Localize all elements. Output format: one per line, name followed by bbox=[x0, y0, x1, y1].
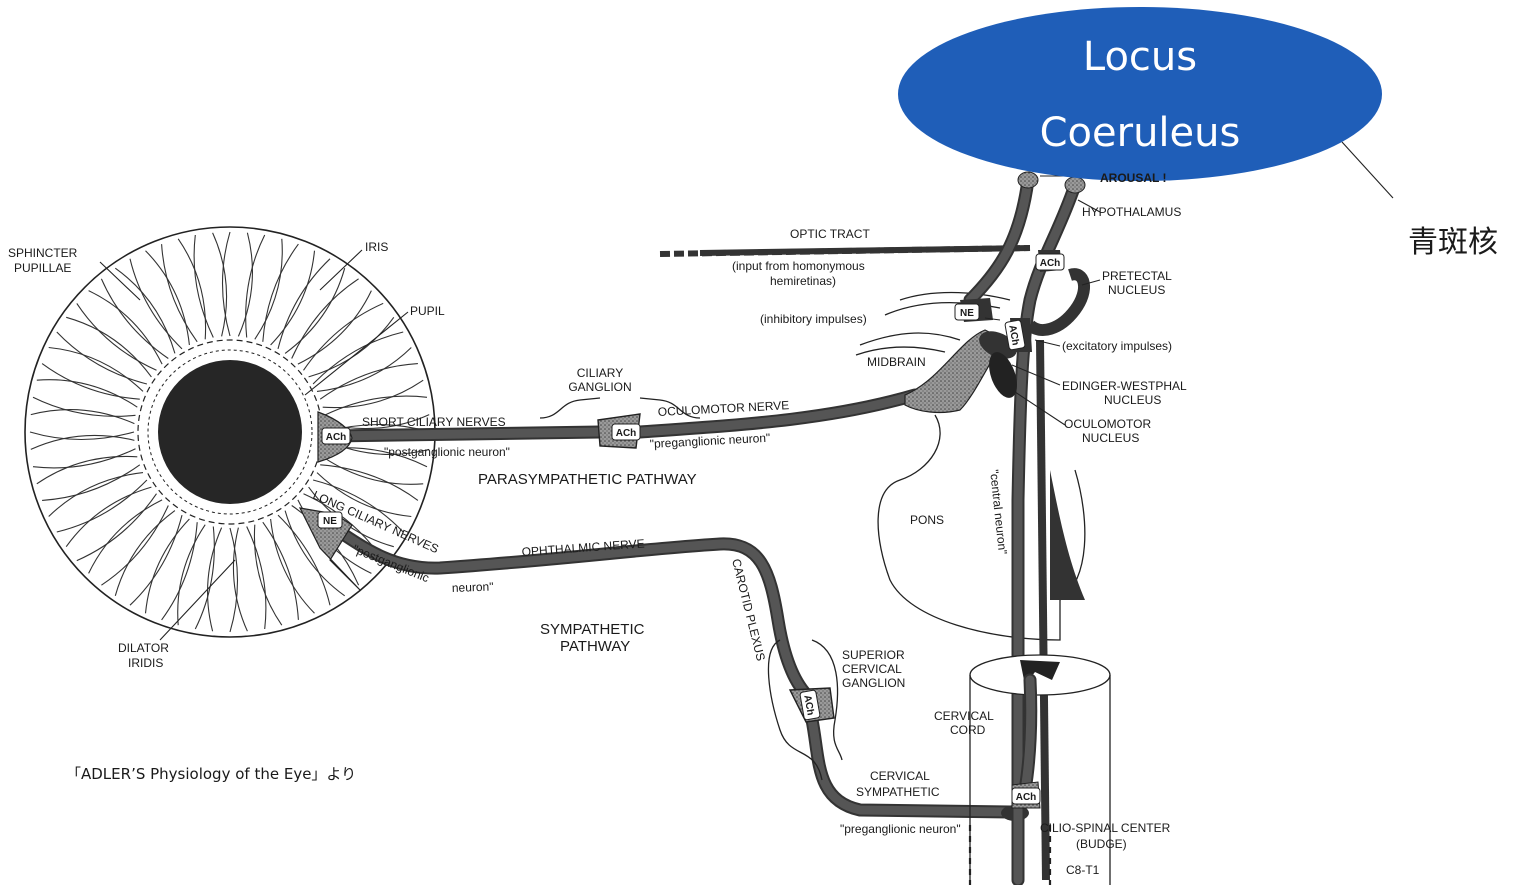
label-iris: IRIS bbox=[365, 240, 388, 254]
label-sphincter-2: PUPILLAE bbox=[14, 261, 71, 275]
label-dilator: DILATOR bbox=[118, 641, 169, 655]
label-cervical-cord: CERVICAL bbox=[934, 709, 994, 723]
label-edinger: EDINGER-WESTPHAL bbox=[1062, 379, 1187, 393]
label-arousal: AROUSAL ! bbox=[1100, 171, 1166, 185]
label-ciliary-ganglion: CILIARY bbox=[577, 366, 623, 380]
label-postganglionic-para: "postganglionic neuron" bbox=[384, 445, 510, 459]
label-cervical-cord-2: CORD bbox=[950, 723, 986, 737]
label-central-neuron: "central neuron" bbox=[987, 469, 1010, 555]
label-preganglionic-symp: "preganglionic neuron" bbox=[840, 822, 961, 836]
label-short-ciliary: SHORT CILIARY NERVES bbox=[362, 415, 506, 429]
locus-title-line2: Coeruleus bbox=[1040, 110, 1241, 156]
label-postganglionic-symp-2: neuron" bbox=[452, 580, 494, 595]
svg-text:ACh: ACh bbox=[1040, 258, 1061, 269]
locus-title-line1: Locus bbox=[1083, 34, 1197, 80]
svg-text:NE: NE bbox=[323, 516, 337, 527]
citation: 「ADLER’S Physiology of the Eye」より bbox=[66, 765, 356, 783]
label-midbrain: MIDBRAIN bbox=[867, 355, 926, 369]
svg-text:ACh: ACh bbox=[616, 428, 637, 439]
label-cervical-symp: CERVICAL bbox=[870, 769, 930, 783]
label-ciliospinal-2: (BUDGE) bbox=[1076, 837, 1127, 851]
label-oculomotor-nucleus: OCULOMOTOR bbox=[1064, 417, 1151, 431]
label-superior-cervical: SUPERIOR bbox=[842, 648, 905, 662]
label-superior-cervical-2: CERVICAL bbox=[842, 662, 902, 676]
label-parasympathetic: PARASYMPATHETIC PATHWAY bbox=[478, 471, 697, 488]
locus-coeruleus-callout: Locus Coeruleus bbox=[898, 7, 1382, 181]
tag-ach-pretectal: ACh bbox=[1036, 254, 1064, 270]
label-c8t1: C8-T1 bbox=[1066, 863, 1100, 877]
label-hypothalamus: HYPOTHALAMUS bbox=[1082, 205, 1181, 219]
tag-ach-ciliary: ACh bbox=[612, 424, 640, 440]
label-edinger-2: NUCLEUS bbox=[1104, 393, 1161, 407]
label-sympathetic: SYMPATHETIC bbox=[540, 621, 645, 638]
label-sphincter: SPHINCTER bbox=[8, 246, 78, 260]
label-optic-input: (input from homonymous bbox=[732, 259, 865, 273]
optic-tract bbox=[660, 248, 1030, 254]
tag-ne-midbrain: NE bbox=[955, 304, 979, 320]
label-pretectal-2: NUCLEUS bbox=[1108, 283, 1165, 297]
svg-text:ACh: ACh bbox=[326, 432, 347, 443]
svg-text:ACh: ACh bbox=[1016, 792, 1037, 803]
label-inhibitory: (inhibitory impulses) bbox=[760, 312, 867, 326]
label-superior-cervical-3: GANGLION bbox=[842, 676, 905, 690]
tag-ach-ciliospinal: ACh bbox=[1012, 788, 1040, 804]
label-pupil: PUPIL bbox=[410, 304, 445, 318]
label-optic-input-2: hemiretinas) bbox=[770, 274, 836, 288]
label-ciliospinal: CILIO-SPINAL CENTER bbox=[1040, 821, 1171, 835]
svg-text:NE: NE bbox=[960, 308, 974, 319]
pupil bbox=[158, 360, 302, 504]
japanese-label: 青斑核 bbox=[1408, 225, 1498, 260]
label-dilator-2: IRIDIS bbox=[128, 656, 163, 670]
label-pons: PONS bbox=[910, 513, 944, 527]
label-pretectal: PRETECTAL bbox=[1102, 269, 1172, 283]
label-optic-tract: OPTIC TRACT bbox=[790, 227, 870, 241]
label-sympathetic-2: PATHWAY bbox=[560, 638, 630, 655]
label-ciliary-ganglion-2: GANGLION bbox=[568, 380, 631, 394]
label-cervical-symp-2: SYMPATHETIC bbox=[856, 785, 940, 799]
label-oculomotor-nucleus-2: NUCLEUS bbox=[1082, 431, 1139, 445]
tag-ne-eye: NE bbox=[318, 512, 342, 528]
tag-ach-eye: ACh bbox=[322, 428, 350, 444]
label-excitatory: (excitatory impulses) bbox=[1062, 339, 1172, 353]
